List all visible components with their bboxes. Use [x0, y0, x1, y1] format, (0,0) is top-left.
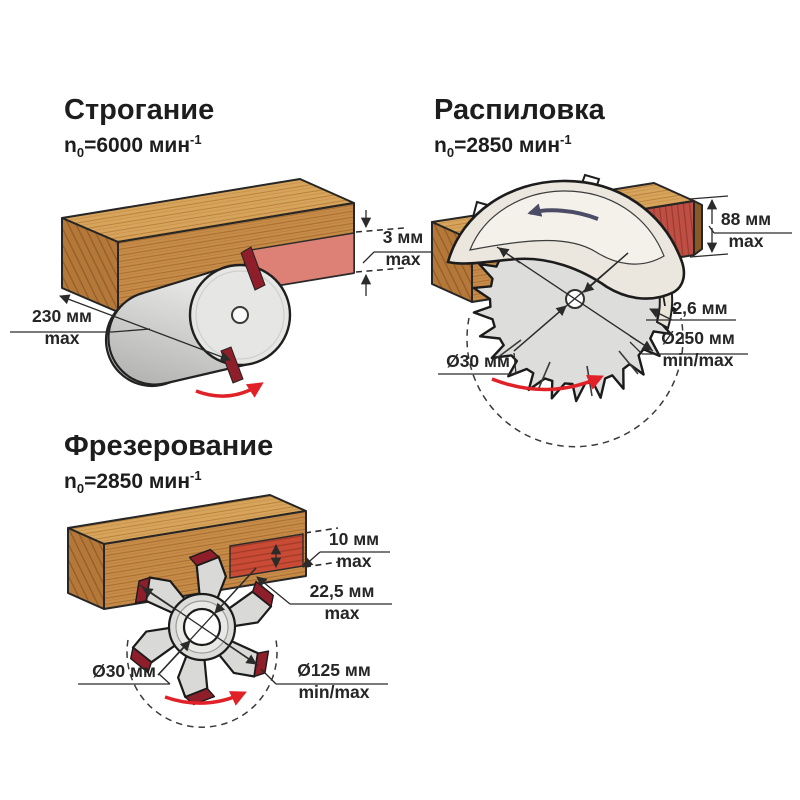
planing-width-dimension	[10, 294, 231, 362]
milling-width-dimension	[256, 576, 392, 605]
milling-depth-dimension	[302, 551, 390, 568]
saw-height-dimension	[689, 195, 792, 258]
saw-blade-max-diameter-dashed	[466, 317, 684, 448]
milling-diagram	[67, 494, 392, 728]
milling-speed-text: n0=2850 мин-1	[64, 468, 202, 497]
planing-depth-dimension	[360, 210, 432, 296]
saw-kerf-label: 2,6 мм	[672, 298, 728, 318]
planing-cut-projection-dashes	[355, 227, 405, 273]
saw-rotation-arrow	[491, 374, 604, 392]
milling-bore-diameter-label: Ø30 мм	[92, 661, 156, 681]
milling-cutter-diameter-dimension	[139, 584, 388, 685]
guard-feed-direction-arrow	[527, 203, 599, 221]
sawing-section-title: Распиловка	[434, 94, 605, 126]
planing-drum-axle	[231, 306, 249, 324]
milling-section-title: Фрезерование	[64, 430, 274, 462]
milling-bore-diameter-dimension	[78, 567, 257, 685]
planing-diagram	[10, 178, 432, 398]
sawing-diagram	[431, 173, 792, 448]
planing-rotation-arrow	[195, 382, 264, 398]
saw-bore-diameter-label: Ø30 мм	[446, 351, 510, 371]
saw-kerf-dimension	[646, 308, 736, 321]
planing-knife-top	[240, 246, 266, 291]
saw-bore-diameter-dimension	[438, 252, 629, 375]
planing-speed-text: n0=6000 мин-1	[64, 132, 202, 161]
saw-blade-guard	[446, 173, 686, 300]
milling-cutter-max-diameter-dashed	[126, 639, 278, 728]
milling-rotation-arrow	[164, 691, 247, 706]
sawing-speed-text: n0=2850 мин-1	[434, 132, 572, 161]
planing-section-title: Строгание	[64, 94, 215, 126]
